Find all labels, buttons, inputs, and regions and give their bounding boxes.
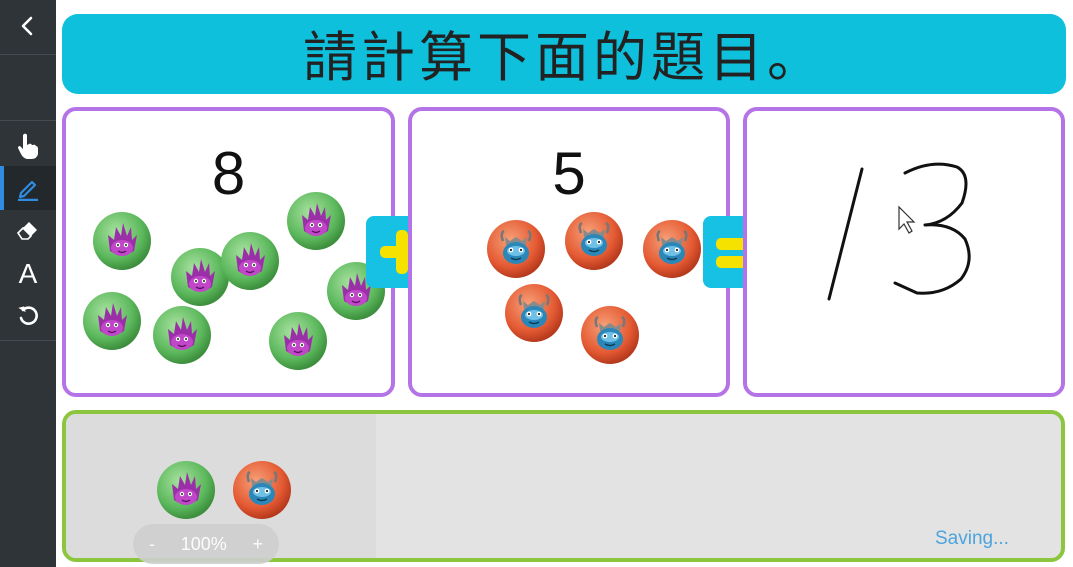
blue-monster-counter[interactable]: [580, 305, 640, 365]
toolbar-divider: [0, 340, 56, 341]
pen-tool-button[interactable]: [0, 166, 56, 210]
zoom-level: 100%: [180, 533, 227, 554]
tray-purple-monster-counter[interactable]: [156, 460, 216, 520]
hand-pointer-icon: [18, 133, 38, 159]
eraser-tool-button[interactable]: [0, 208, 56, 252]
eraser-icon: [16, 222, 37, 240]
blue-monster-counter[interactable]: [642, 219, 702, 279]
right-operand-card[interactable]: 5: [408, 107, 730, 397]
right-operand-number: 5: [552, 140, 586, 207]
save-status: Saving...: [935, 528, 1009, 549]
toolbar: A: [0, 0, 56, 567]
pen-icon: [18, 180, 38, 201]
toolbar-divider: [0, 120, 56, 121]
left-operand-number: 8: [211, 140, 246, 207]
back-button[interactable]: [0, 4, 56, 48]
blue-monster-counter[interactable]: [564, 211, 624, 271]
purple-monster-counter[interactable]: [286, 191, 346, 251]
chevron-left-icon: [21, 16, 33, 36]
title-banner: 請計算下面的題目。: [62, 14, 1066, 94]
purple-monster-counter[interactable]: [152, 305, 212, 365]
undo-icon: [18, 306, 38, 325]
zoom-in-button[interactable]: +: [252, 533, 263, 554]
zoom-control: - 100% +: [133, 524, 279, 564]
text-icon: A: [18, 258, 38, 289]
left-operand-card[interactable]: 8: [62, 107, 395, 397]
undo-button[interactable]: [0, 294, 56, 338]
handwritten-answer[interactable]: [747, 111, 1061, 393]
purple-monster-counter[interactable]: [268, 311, 328, 371]
blue-monster-counter[interactable]: [504, 283, 564, 343]
pointer-tool-button[interactable]: [0, 124, 56, 168]
tray-blue-monster-counter[interactable]: [232, 460, 292, 520]
purple-monster-counter[interactable]: [92, 211, 152, 271]
mouse-cursor-icon: [898, 205, 916, 234]
zoom-out-button[interactable]: -: [149, 533, 155, 554]
answer-card[interactable]: [743, 107, 1065, 397]
page-title: 請計算下面的題目。: [303, 25, 825, 89]
toolbar-divider: [0, 54, 56, 55]
purple-monster-counter[interactable]: [220, 231, 280, 291]
purple-monster-counter[interactable]: [82, 291, 142, 351]
blue-monster-counter[interactable]: [486, 219, 546, 279]
text-tool-button[interactable]: A: [0, 252, 56, 296]
